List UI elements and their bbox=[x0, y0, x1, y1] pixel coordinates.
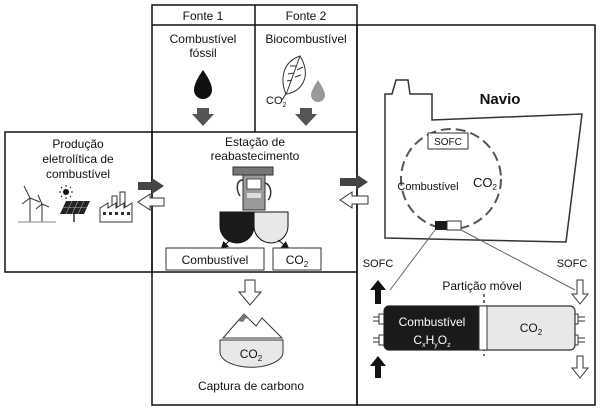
down-arrow-icon bbox=[192, 108, 214, 126]
ship-tank-icon bbox=[435, 220, 462, 231]
left-arrow-icon bbox=[339, 191, 369, 209]
left-arrow-icon bbox=[137, 193, 165, 211]
ship-sofc-box bbox=[427, 132, 469, 150]
biofuel-drop-icon bbox=[311, 80, 325, 102]
ship-title: Navio bbox=[480, 91, 521, 108]
right-arrow-icon bbox=[340, 174, 368, 190]
source-2-co2: CO2 bbox=[266, 95, 287, 109]
station-line1: Estação de bbox=[225, 135, 285, 149]
down-arrow-icon bbox=[570, 279, 590, 305]
factory-icon bbox=[99, 191, 133, 223]
station-line2: reabastecimento bbox=[211, 149, 300, 163]
leaf-icon bbox=[281, 55, 306, 101]
production-line3: combustível bbox=[46, 167, 110, 181]
ship-hull bbox=[384, 79, 583, 243]
ship-panel: Navio SOFC Combustível CO2 bbox=[384, 79, 583, 291]
ship-co2-label: CO2 bbox=[473, 175, 498, 192]
fossil-fuel-drop-icon bbox=[194, 70, 212, 99]
sofc-right-label: SOFC bbox=[557, 258, 588, 270]
capture-panel: CO2 Captura de carbono bbox=[198, 279, 304, 393]
sofc-left-label: SOFC bbox=[363, 258, 394, 270]
production-line1: Produção bbox=[52, 137, 104, 151]
partition-label: Partição móvel bbox=[442, 279, 521, 293]
left-valves bbox=[373, 313, 385, 346]
frame bbox=[4, 4, 596, 406]
source-1-line1: Combustível bbox=[170, 32, 237, 46]
right-arrow-icon bbox=[138, 178, 164, 194]
station-panel: Estação de reabastecimento Combustível C… bbox=[165, 135, 322, 271]
station-fuel-box bbox=[165, 247, 265, 271]
solar-panel-icon bbox=[59, 185, 90, 222]
tank-fuel-label: Combustível bbox=[399, 315, 466, 329]
station-ship-exchange-arrows bbox=[339, 174, 369, 209]
ship-frame bbox=[356, 24, 596, 406]
station-co2-label: CO2 bbox=[286, 253, 309, 269]
production-line2: eletrolítica de bbox=[42, 152, 114, 166]
source-1-line2: fóssil bbox=[189, 46, 216, 60]
movable-partition bbox=[478, 305, 488, 351]
wind-turbine-icon bbox=[18, 185, 56, 223]
source-2-label: Biocombustível bbox=[265, 32, 346, 46]
down-arrow-icon bbox=[237, 279, 263, 306]
tank-co2-label: CO2 bbox=[520, 321, 543, 337]
zoom-lines bbox=[389, 229, 576, 291]
station-fuel-label: Combustível bbox=[182, 253, 249, 267]
station-co2-box bbox=[272, 247, 322, 271]
production-station-exchange-arrows bbox=[137, 178, 165, 211]
ship-fuel-label: Combustível bbox=[397, 181, 458, 193]
production-panel: Produção eletrolítica de combustível bbox=[18, 137, 133, 223]
capture-co2-label: CO2 bbox=[240, 347, 263, 363]
source-1-panel: Fonte 1 Combustível fóssil bbox=[170, 9, 237, 126]
source-2-panel: Fonte 2 Biocombustível CO2 bbox=[265, 9, 347, 126]
up-arrow-icon bbox=[370, 280, 386, 304]
ship-sofc-label: SOFC bbox=[434, 137, 462, 148]
tank-fuel-section bbox=[384, 306, 479, 350]
tank-detail: SOFC SOFC Partição móvel Combustível CxH… bbox=[363, 258, 590, 379]
up-arrow-icon bbox=[370, 356, 386, 378]
capture-label: Captura de carbono bbox=[198, 379, 304, 393]
capture-basin bbox=[219, 339, 284, 368]
down-arrow-icon bbox=[570, 355, 590, 379]
mountain-icon bbox=[221, 313, 284, 339]
source-1-header: Fonte 1 bbox=[183, 9, 224, 23]
fuel-pump-icon bbox=[219, 166, 290, 250]
source-2-header: Fonte 2 bbox=[286, 9, 327, 23]
down-arrow-icon bbox=[295, 108, 317, 126]
tank-formula: CxHyOz bbox=[413, 333, 451, 349]
